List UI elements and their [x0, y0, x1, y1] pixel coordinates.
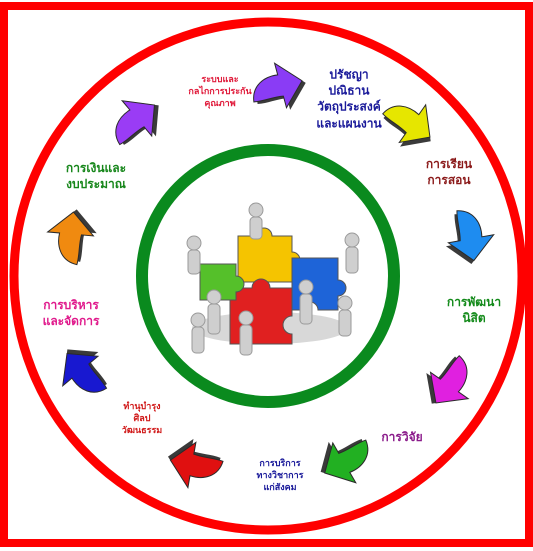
label-academic-service: การบริการ ทางวิชาการ แก่สังคม — [257, 458, 304, 494]
label-line: คุณภาพ — [204, 99, 236, 110]
arrow-administration — [62, 349, 108, 393]
label-line: งบประมาณ — [66, 177, 126, 191]
arrow-shape — [382, 103, 431, 144]
label-qa-system: ระบบและ กลไกการประกัน คุณภาพ — [188, 74, 251, 110]
arrow-qa-system — [115, 100, 159, 146]
label-line: การบริหาร — [43, 297, 99, 312]
label-line: ปรัชญา — [329, 67, 369, 82]
label-line: ระบบและ — [201, 74, 239, 85]
label-line: การสอน — [427, 173, 471, 187]
label-culture: ทำนุบำรุง ศิลป วัฒนธรรม — [122, 401, 162, 437]
label-line: ทำนุบำรุง — [123, 401, 161, 412]
arrow-cycle — [46, 62, 495, 489]
arrow-shape — [324, 439, 369, 484]
label-line: การพัฒนา — [446, 294, 502, 309]
arrow-shape — [429, 355, 470, 404]
arrow-shape — [46, 211, 95, 266]
label-line: และแผนงาน — [316, 116, 382, 131]
arrow-shape — [447, 210, 495, 262]
arrow-finance — [46, 209, 97, 266]
arrow-shape — [115, 100, 155, 146]
label-line: กลไกการประกัน — [188, 86, 252, 97]
label-line: การเงินและ — [65, 160, 127, 175]
label-line: วัตถุประสงค์ — [317, 100, 381, 114]
label-line: นิสิต — [462, 311, 486, 325]
arrow-teaching — [382, 103, 431, 147]
label-line: วัฒนธรรม — [121, 426, 163, 437]
inner-ring — [136, 144, 400, 408]
arrow-student-dev — [445, 210, 495, 265]
label-administration: การบริหาร และจัดการ — [43, 297, 100, 329]
label-line: ศิลป — [133, 413, 151, 424]
label-line: การเรียน — [425, 156, 473, 171]
arrow-shape — [253, 62, 303, 109]
arrow-shape — [62, 353, 108, 393]
label-line: และจัดการ — [42, 314, 100, 328]
arrow-academic-service — [320, 438, 369, 484]
puzzle-piece-yellow — [237, 227, 301, 283]
arrow-philosophy — [253, 62, 306, 110]
label-line: ทางวิชาการ — [256, 470, 304, 481]
label-finance: การเงินและ งบประมาณ — [66, 160, 126, 192]
arrow-research — [426, 355, 470, 404]
label-line: การบริการ — [259, 458, 301, 469]
center-puzzle-image — [186, 202, 360, 356]
label-line: แก่สังคม — [263, 483, 297, 494]
arrow-shape — [169, 441, 224, 489]
outer-ring — [9, 17, 527, 535]
arrow-culture — [167, 438, 224, 489]
label-teaching: การเรียน การสอน — [426, 156, 472, 188]
label-line: การวิจัย — [381, 429, 423, 444]
label-student-dev: การพัฒนา นิสิต — [447, 294, 501, 326]
label-research: การวิจัย — [381, 429, 422, 445]
label-line: ปณิธาน — [328, 83, 370, 98]
label-philosophy: ปรัชญา ปณิธาน วัตถุประสงค์ และแผนงาน — [316, 67, 381, 132]
